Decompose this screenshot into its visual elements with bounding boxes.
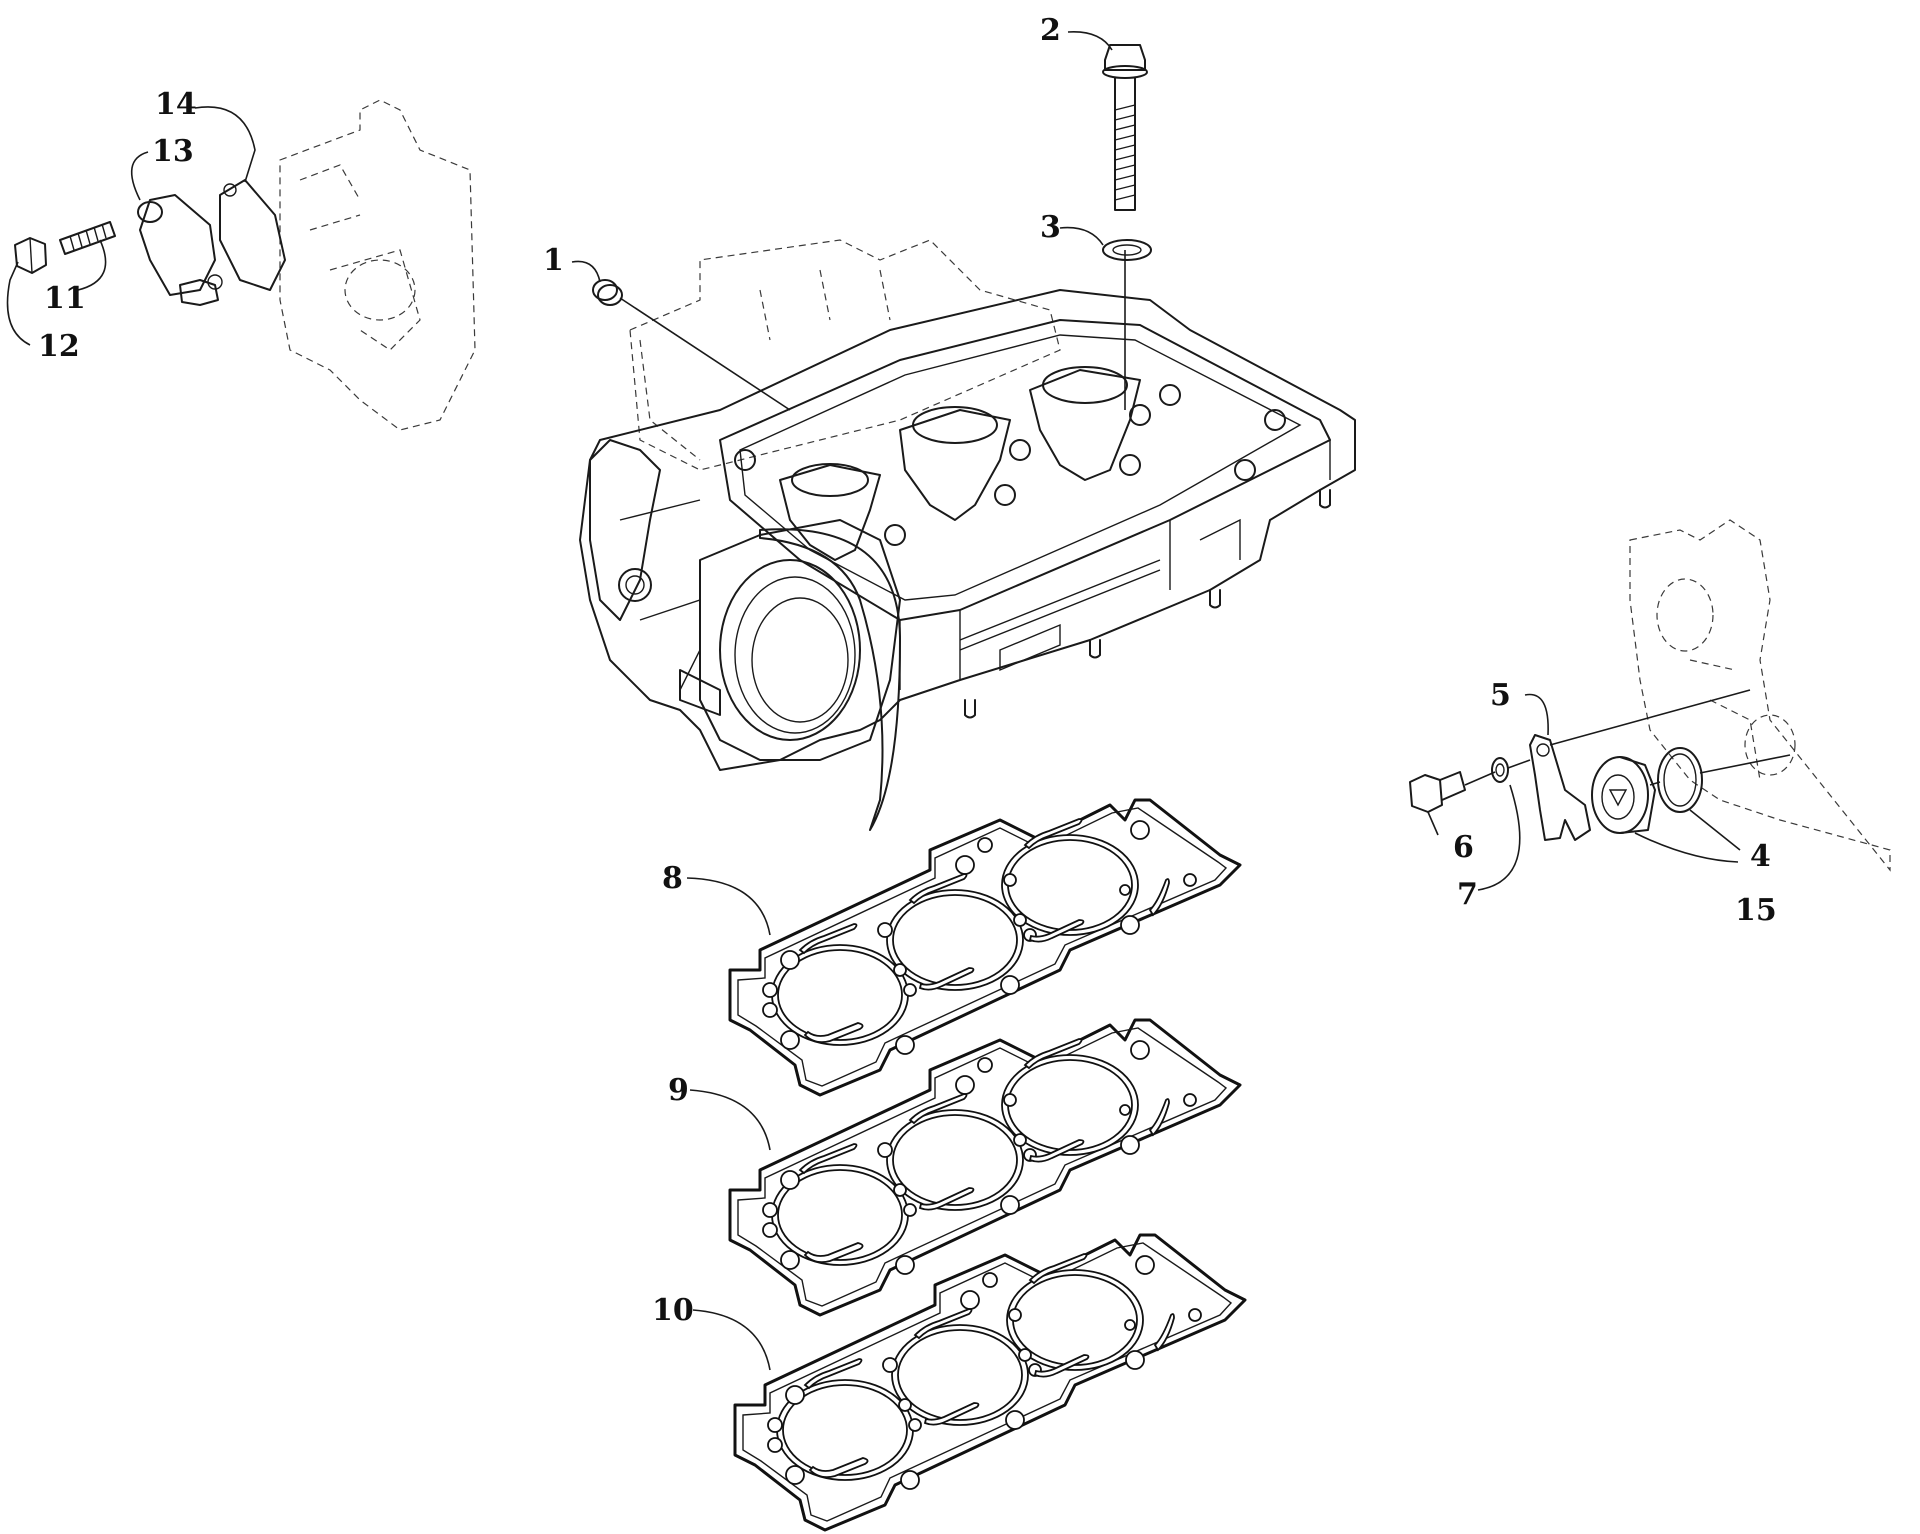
left-block-ghost	[279, 99, 476, 431]
right-block-ghost	[1629, 519, 1891, 872]
part-2-bolt	[1102, 44, 1148, 410]
right-assembly-axis	[1464, 689, 1791, 786]
callout-labels: 2 3 1 14 13 11 12 5 6 7 4 15 8 9 10	[38, 13, 1777, 1328]
callout-11: 11	[44, 281, 86, 316]
callout-10: 10	[652, 1293, 694, 1328]
callout-13: 13	[152, 134, 194, 169]
leader-lines	[6, 31, 1741, 1371]
part-7-washer	[1491, 757, 1509, 783]
part-3-washer	[1102, 239, 1152, 261]
part-4-oring	[1657, 747, 1703, 813]
part-5-bracket	[1529, 734, 1591, 841]
callout-7: 7	[1457, 877, 1478, 912]
callout-15: 15	[1735, 893, 1777, 928]
callout-4: 4	[1750, 839, 1771, 874]
part-15-cap	[1591, 756, 1656, 834]
callout-3: 3	[1040, 210, 1061, 245]
part-11-stud	[59, 221, 116, 255]
part-13-cover	[137, 194, 223, 306]
cylinder-head	[579, 239, 1356, 831]
part-12-nut	[14, 237, 47, 274]
callout-2: 2	[1040, 13, 1061, 48]
callout-1: 1	[543, 243, 564, 278]
callout-5: 5	[1490, 678, 1511, 713]
part-14-gasket	[219, 179, 286, 291]
callout-8: 8	[662, 861, 683, 896]
callout-6: 6	[1453, 830, 1474, 865]
callout-9: 9	[668, 1073, 689, 1108]
part-6-bolt	[1409, 771, 1466, 813]
part-1-plug	[592, 279, 791, 411]
callout-14: 14	[155, 87, 197, 122]
callout-12: 12	[38, 329, 80, 364]
